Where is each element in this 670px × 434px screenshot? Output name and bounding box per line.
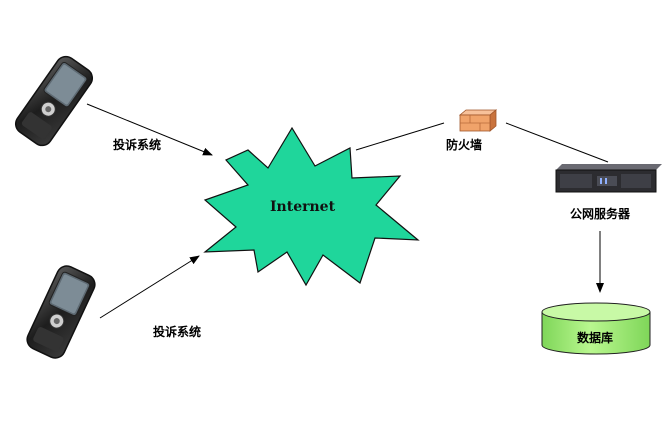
database-label: 数据库: [577, 331, 614, 345]
line-internet-to-firewall: [355, 122, 445, 151]
arrow-bottom-phone-to-internet: [99, 255, 200, 319]
line-firewall-to-server: [505, 122, 609, 163]
mobile-phone-icon: [26, 265, 96, 359]
internet-label: Internet: [270, 199, 336, 215]
mobile-phone-icon: [14, 55, 94, 147]
internet-cloud-burst: [203, 126, 420, 287]
complaint-system-label-top: 投诉系统: [113, 138, 162, 152]
server-icon: [555, 164, 662, 193]
public-server-label: 公网服务器: [570, 207, 631, 221]
firewall-icon: [458, 109, 498, 132]
firewall-label: 防火墙: [446, 138, 483, 152]
database-icon: [541, 302, 651, 355]
arrow-top-phone-to-internet: [86, 103, 213, 156]
complaint-system-label-bottom: 投诉系统: [153, 325, 202, 339]
